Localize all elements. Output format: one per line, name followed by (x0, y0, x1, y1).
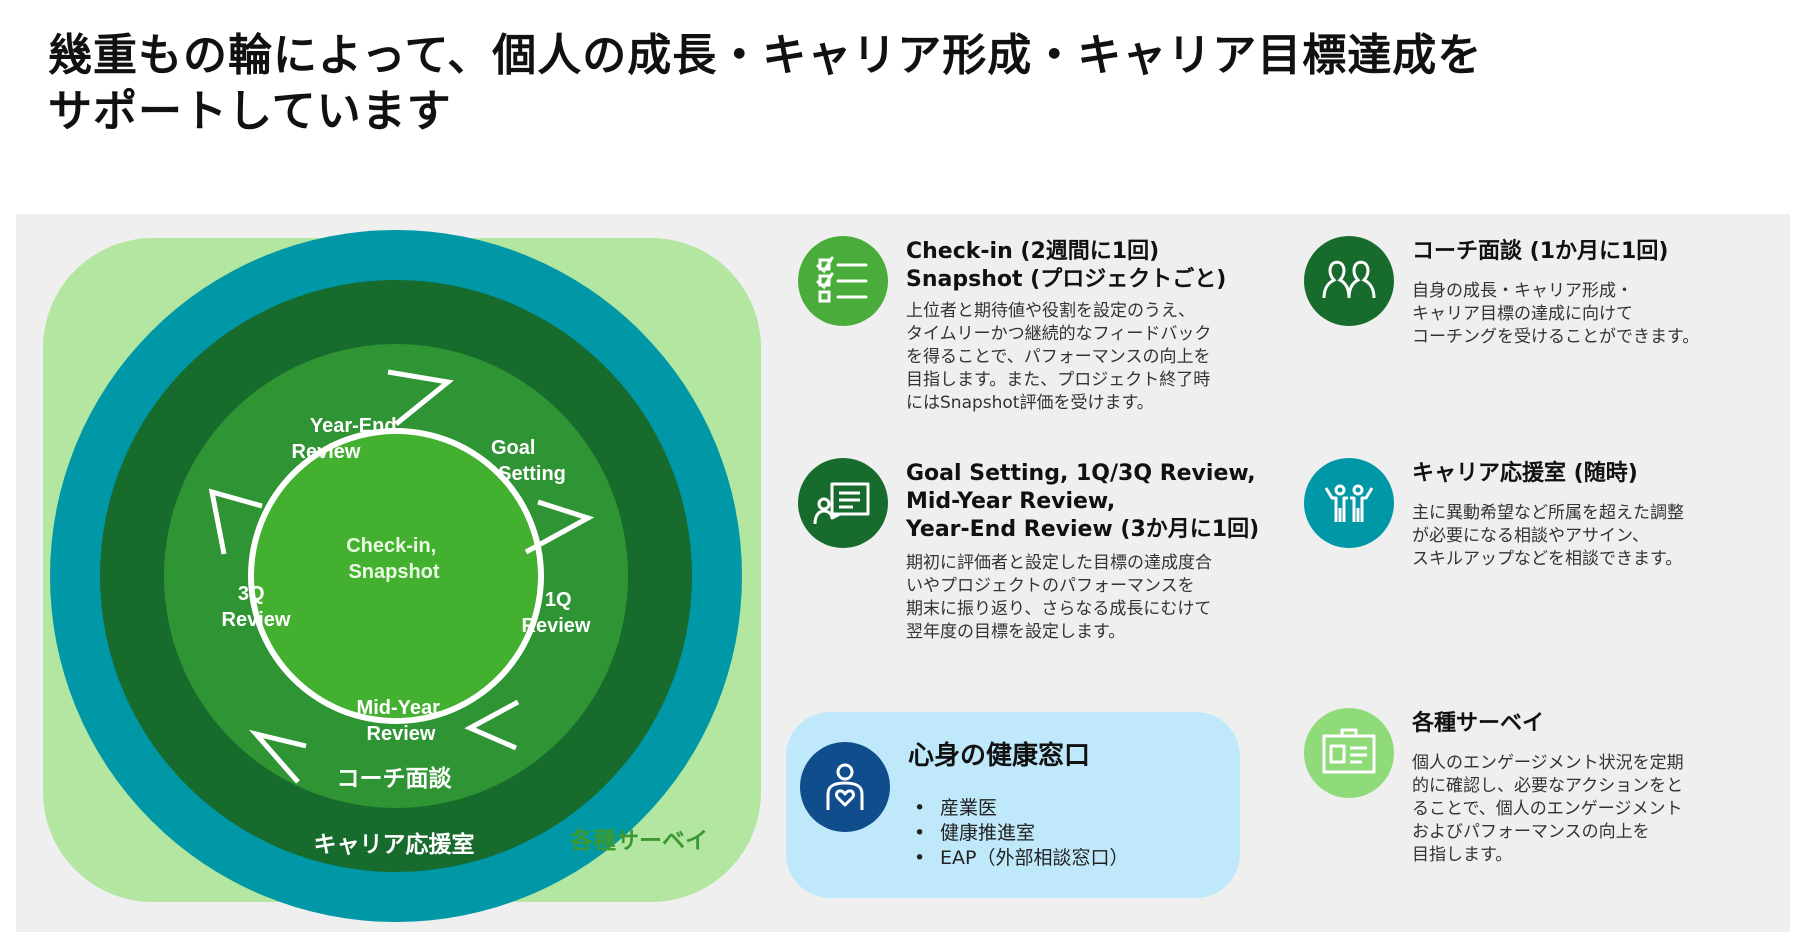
list-item: 産業医 (912, 796, 1128, 821)
cycle-label-mid-year: Mid-Year Review (357, 697, 446, 745)
feature-title: Goal Setting, 1Q/3Q Review, Mid-Year Rev… (906, 461, 1260, 542)
cycle-arrow (387, 369, 454, 426)
feature-description: 期初に評価者と設定した目標の達成度合 いやプロジェクトのパフォーマンスを 期末に… (906, 553, 1212, 642)
health-consultation-box: 心身の健康窓口 産業医 健康推進室 EAP（外部相談窓口） (786, 712, 1240, 898)
center-label: Check-in, Snapshot (346, 535, 442, 583)
career-support-icon (1304, 458, 1394, 548)
feature-title: コーチ面談 (1か月に1回) (1412, 239, 1669, 264)
list-item: EAP（外部相談窓口） (912, 846, 1128, 871)
cycle-arrow (524, 499, 595, 555)
cycle-arrows (208, 369, 595, 784)
checklist-icon (798, 236, 888, 326)
ring-label-career: キャリア応援室 (314, 831, 475, 857)
cycle-label-3q-review: 3Q Review (222, 583, 291, 631)
feature-description: 自身の成長・キャリア形成・ キャリア目標の達成に向けて コーチングを受けることが… (1412, 281, 1700, 347)
cycle-label-1q-review: 1Q Review (522, 589, 591, 637)
concentric-rings-diagram: Year-End Review Goal Setting 1Q Review M… (43, 230, 761, 922)
cycle-arrow (248, 729, 307, 784)
center-circle (254, 434, 538, 718)
feature-title: キャリア応援室 (随時) (1412, 461, 1638, 486)
presentation-board-icon (798, 458, 888, 548)
cycle-arrow (208, 488, 263, 555)
cycle-arrow (464, 699, 520, 751)
ring-label-coach: コーチ面談 (337, 765, 453, 791)
feature-title: 各種サーベイ (1412, 711, 1545, 736)
outer-label-survey: 各種サーベイ (569, 827, 708, 853)
feature-description: 上位者と期待値や役割を設定のうえ、 タイムリーかつ継続的なフィードバック を得る… (906, 301, 1212, 413)
feature-description: 主に異動希望など所属を超えた調整 が必要になる相談やアサイン、 スキルアップなど… (1412, 503, 1684, 569)
content-panel: Year-End Review Goal Setting 1Q Review M… (16, 214, 1790, 932)
cycle-label-goal-setting: Goal Setting (491, 437, 566, 485)
health-list: 産業医 健康推進室 EAP（外部相談窓口） (912, 796, 1128, 871)
cycle-label-year-end: Year-End Review (292, 415, 403, 463)
coaching-people-icon (1304, 236, 1394, 326)
feature-title: Check-in (2週間に1回) Snapshot (プロジェクトごと) (906, 239, 1227, 292)
survey-card-icon (1304, 708, 1394, 798)
feature-description: 個人のエンゲージメント状況を定期 的に確認し、必要なアクションをと ることで、個… (1412, 753, 1684, 865)
health-title: 心身の健康窓口 (908, 741, 1091, 771)
person-heart-icon (800, 742, 890, 832)
page-title: 幾重もの輪によって、個人の成長・キャリア形成・キャリア目標達成を サポートしてい… (48, 30, 1483, 137)
list-item: 健康推進室 (912, 821, 1128, 846)
